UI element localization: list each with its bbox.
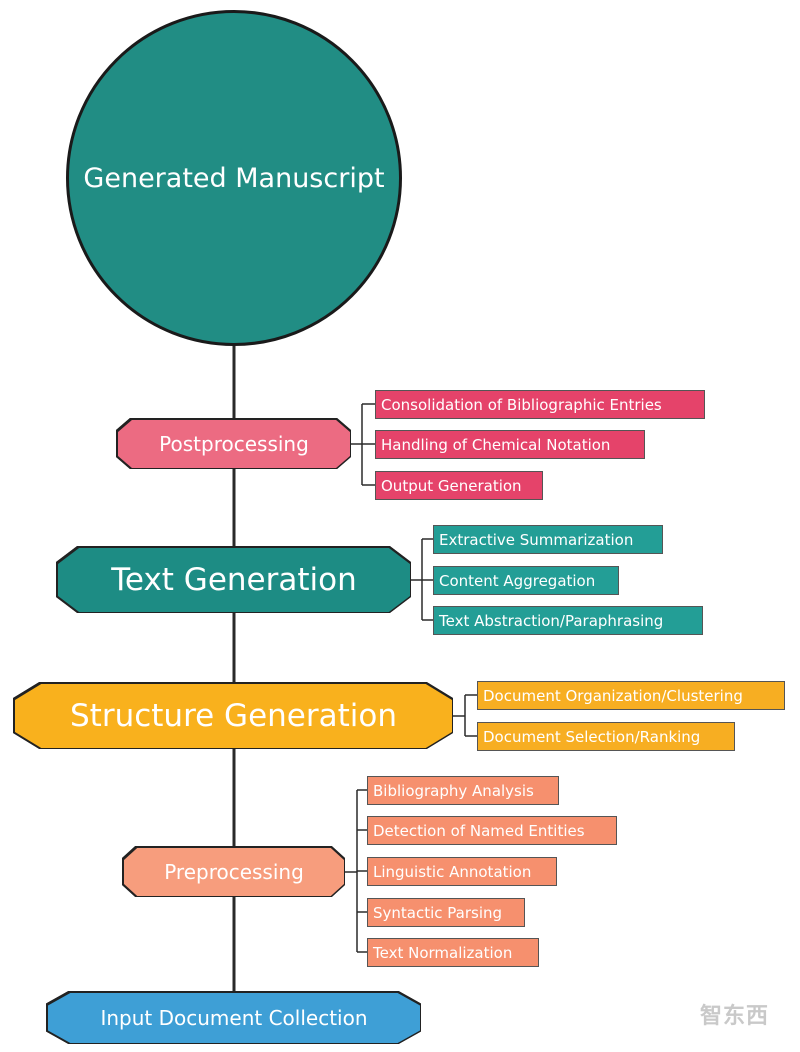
stage-label: Structure Generation xyxy=(70,698,397,734)
stage-label: Input Document Collection xyxy=(100,1006,368,1030)
substep-text-generation-1: Content Aggregation xyxy=(433,566,619,595)
stage-label: Postprocessing xyxy=(159,432,309,456)
substep-structure-generation-0: Document Organization/Clustering xyxy=(477,681,785,710)
stage-text-generation: Text Generation xyxy=(58,548,410,612)
substep-text-generation-2: Text Abstraction/Paraphrasing xyxy=(433,606,703,635)
stage-postprocessing: Postprocessing xyxy=(118,420,350,468)
substep-preprocessing-1: Detection of Named Entities xyxy=(367,816,617,845)
generated-manuscript-label: Generated Manuscript xyxy=(83,162,385,194)
watermark-logo: 智东西 xyxy=(700,1004,770,1029)
stage-label: Text Generation xyxy=(111,562,357,598)
substep-preprocessing-3: Syntactic Parsing xyxy=(367,898,525,927)
stage-input: Input Document Collection xyxy=(48,993,420,1043)
substep-preprocessing-2: Linguistic Annotation xyxy=(367,857,557,886)
stage-structure-generation: Structure Generation xyxy=(15,684,452,748)
generated-manuscript-node: Generated Manuscript xyxy=(66,10,402,346)
substep-preprocessing-4: Text Normalization xyxy=(367,938,539,967)
stage-preprocessing: Preprocessing xyxy=(124,848,344,896)
substep-postprocessing-0: Consolidation of Bibliographic Entries xyxy=(375,390,705,419)
stage-label: Preprocessing xyxy=(164,860,304,884)
substep-text-generation-0: Extractive Summarization xyxy=(433,525,663,554)
substep-structure-generation-1: Document Selection/Ranking xyxy=(477,722,735,751)
substep-preprocessing-0: Bibliography Analysis xyxy=(367,776,559,805)
substep-postprocessing-2: Output Generation xyxy=(375,471,543,500)
substep-postprocessing-1: Handling of Chemical Notation xyxy=(375,430,645,459)
